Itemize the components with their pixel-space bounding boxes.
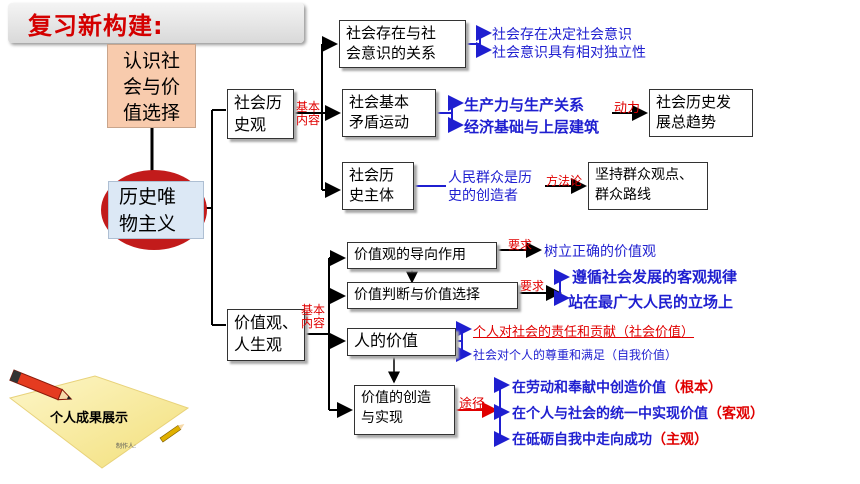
b1-item2-result: 社会历史发 展总趋势 [649, 89, 753, 137]
b2-item1-link: 要求 [508, 238, 533, 252]
branch2-label: 价值观、 人生观 [227, 309, 305, 361]
core-box: 历史唯 物主义 [108, 181, 204, 239]
b1-item1-sub2: 社会意识具有相对独立性 [492, 45, 646, 61]
b2-item3-box: 人的价值 [347, 328, 456, 356]
badge-footer: 制作人: [116, 443, 137, 450]
b2-item2-box: 价值判断与价值选择 [347, 282, 518, 309]
branch2-tag: 基本 内容 [301, 303, 326, 330]
b2-item2-result2: 站在最广大人民的立场上 [568, 293, 734, 311]
b1-item1-sub1: 社会存在决定社会意识 [492, 27, 632, 43]
b1-item3-box: 社会历 史主体 [342, 162, 414, 210]
topic-box: 认识社 会与价 值选择 [107, 44, 196, 128]
b2-item4-result2: 在个人与社会的统一中实现价值（客观） [512, 406, 764, 422]
b2-item4-box: 价值的创造 与实现 [354, 385, 455, 435]
b2-item2-result1: 遵循社会发展的客观规律 [572, 268, 738, 286]
b1-item2-sub2: 经济基础与上层建筑 [464, 118, 600, 136]
small-pencil-icon [159, 423, 185, 443]
b1-item3-result: 坚持群众观点、 群众路线 [588, 162, 708, 210]
badge-label: 个人成果展示 [50, 411, 129, 426]
b2-item1-box: 价值观的导向作用 [347, 242, 497, 269]
b1-item2-link: 动力 [614, 101, 641, 116]
b2-item4-result3: 在砥砺自我中走向成功（主观） [512, 432, 708, 448]
b1-item3-sub: 人民群众是历 史的创造者 [448, 170, 532, 204]
branch1-label: 社会历 史观 [227, 89, 294, 139]
b1-item2-sub1: 生产力与生产关系 [464, 96, 585, 114]
b2-item3-sub2: 社会对个人的尊重和满足（自我价值） [473, 348, 678, 362]
badge-graphic [8, 369, 190, 469]
title-bar [8, 3, 304, 43]
b2-item1-result: 树立正确的价值观 [544, 244, 656, 260]
b2-item2-link: 要求 [520, 279, 545, 293]
page-title: 复习新构建: [28, 12, 164, 40]
b1-item1-box: 社会存在与社 会意识的关系 [339, 20, 466, 68]
b1-item2-box: 社会基本 矛盾运动 [342, 89, 436, 137]
b2-item3-sub1: 个人对社会的责任和贡献（社会价值） [473, 325, 695, 340]
b2-item4-link: 途径 [459, 397, 486, 412]
b2-item4-result1: 在劳动和奉献中创造价值（根本） [512, 380, 722, 396]
b1-item3-link: 方法论 [546, 174, 583, 188]
pencil-icon [9, 369, 73, 401]
branch1-tag: 基本 内容 [296, 100, 321, 127]
